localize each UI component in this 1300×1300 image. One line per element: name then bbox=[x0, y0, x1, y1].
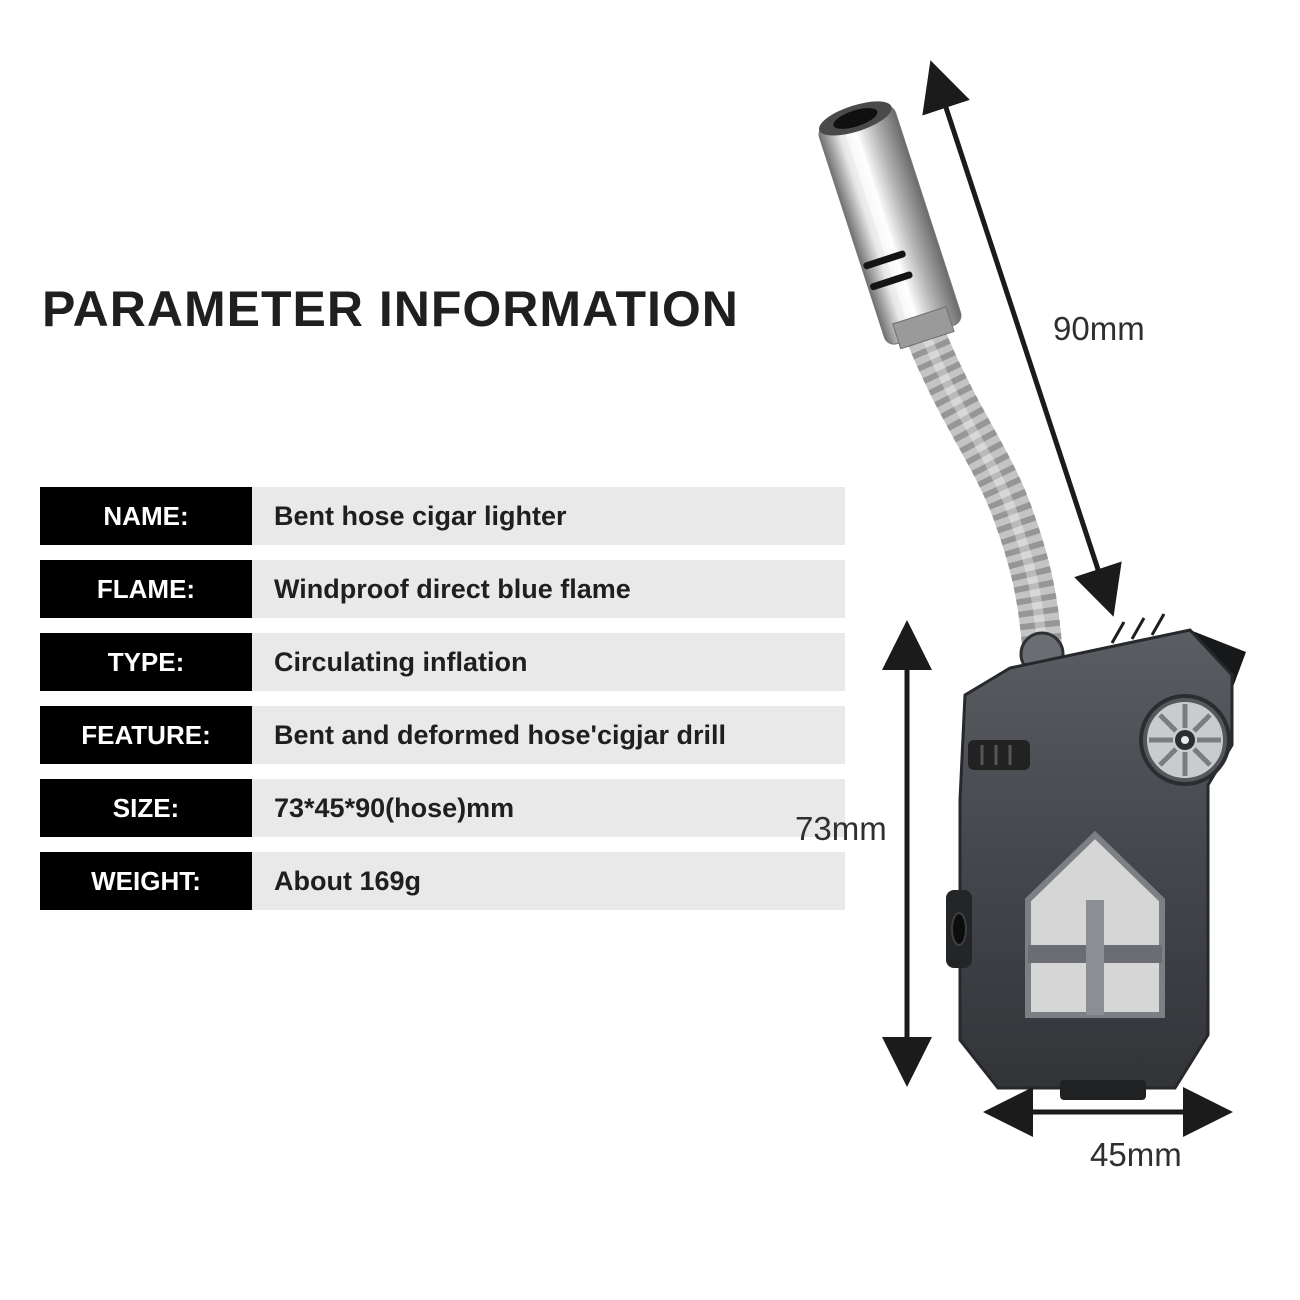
bottom-slider bbox=[1060, 1080, 1146, 1100]
spec-value-type: Circulating inflation bbox=[252, 633, 845, 691]
spec-label-size: SIZE: bbox=[40, 779, 252, 837]
table-row: TYPE: Circulating inflation bbox=[40, 633, 845, 691]
spec-value-feature: Bent and deformed hose'cigjar drill bbox=[252, 706, 845, 764]
page-title: PARAMETER INFORMATION bbox=[42, 281, 739, 337]
table-row: FLAME: Windproof direct blue flame bbox=[40, 560, 845, 618]
slider-button bbox=[968, 740, 1030, 770]
side-button bbox=[946, 890, 972, 968]
table-row: NAME: Bent hose cigar lighter bbox=[40, 487, 845, 545]
spec-value-flame: Windproof direct blue flame bbox=[252, 560, 845, 618]
product-illustration bbox=[818, 60, 1246, 1137]
spec-value-name: Bent hose cigar lighter bbox=[252, 487, 845, 545]
spec-label-weight: WEIGHT: bbox=[40, 852, 252, 910]
lighter-body bbox=[946, 613, 1246, 1100]
spark-wheel bbox=[1139, 694, 1231, 786]
spec-value-size: 73*45*90(hose)mm bbox=[252, 779, 845, 837]
hose bbox=[905, 314, 1062, 665]
arrow-90mm bbox=[922, 60, 1122, 617]
spec-label-flame: FLAME: bbox=[40, 560, 252, 618]
nozzle bbox=[818, 101, 962, 350]
dimension-label-height: 73mm bbox=[795, 810, 887, 847]
spec-label-name: NAME: bbox=[40, 487, 252, 545]
spec-table: NAME: Bent hose cigar lighter FLAME: Win… bbox=[40, 487, 845, 925]
dimension-label-width: 45mm bbox=[1090, 1136, 1182, 1173]
table-row: SIZE: 73*45*90(hose)mm bbox=[40, 779, 845, 837]
dimension-label-hose: 90mm bbox=[1053, 310, 1145, 347]
table-row: FEATURE: Bent and deformed hose'cigjar d… bbox=[40, 706, 845, 764]
spec-value-weight: About 169g bbox=[252, 852, 845, 910]
table-row: WEIGHT: About 169g bbox=[40, 852, 845, 910]
fuel-window bbox=[1025, 830, 1165, 1018]
spec-label-feature: FEATURE: bbox=[40, 706, 252, 764]
spec-label-type: TYPE: bbox=[40, 633, 252, 691]
dimension-arrows bbox=[882, 60, 1233, 1137]
